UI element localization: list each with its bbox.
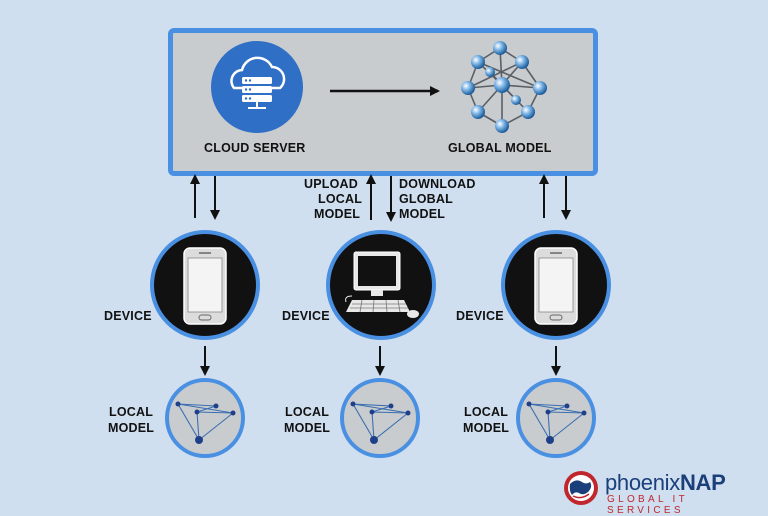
device-right [501, 230, 611, 340]
device-left [150, 230, 260, 340]
download-line-1: DOWNLOAD [399, 177, 476, 191]
brand-name-bold: NAP [679, 470, 726, 495]
brand-name-light: phoenix [605, 470, 680, 495]
local-model-label-left-1: LOCAL [109, 405, 154, 419]
local-model-graph-left [165, 378, 245, 458]
local-model-label-right-2: MODEL [463, 421, 510, 435]
left-sync-arrows [190, 174, 220, 220]
phoenixnap-logo: phoenixNAP GLOBAL IT SERVICES [561, 468, 761, 516]
upload-line-3: MODEL [314, 207, 361, 221]
local-model-label-left-2: MODEL [108, 421, 155, 435]
brand-name: phoenixNAP [605, 470, 726, 496]
globe-icon [564, 471, 598, 505]
local-model-label-center-2: MODEL [284, 421, 331, 435]
device-label-left: DEVICE [104, 309, 152, 323]
local-model-label-center-1: LOCAL [285, 405, 330, 419]
upload-line-2: LOCAL [318, 192, 363, 206]
cloud-server-icon [211, 41, 303, 133]
device-center [326, 230, 436, 340]
device-label-right: DEVICE [456, 309, 504, 323]
device-label-center: DEVICE [282, 309, 330, 323]
neural-network-icon [461, 41, 547, 133]
local-model-graph-center [340, 378, 420, 458]
upload-line-1: UPLOAD [304, 177, 358, 191]
global-model-label: GLOBAL MODEL [448, 141, 552, 155]
download-line-3: MODEL [399, 207, 446, 221]
download-line-2: GLOBAL [399, 192, 453, 206]
cloud-server-label: CLOUD SERVER [204, 141, 306, 155]
local-model-label-right-1: LOCAL [464, 405, 509, 419]
local-model-graph-right [516, 378, 596, 458]
center-sync-arrows [366, 174, 396, 222]
brand-tagline: GLOBAL IT SERVICES [607, 494, 688, 516]
right-sync-arrows [539, 174, 571, 220]
